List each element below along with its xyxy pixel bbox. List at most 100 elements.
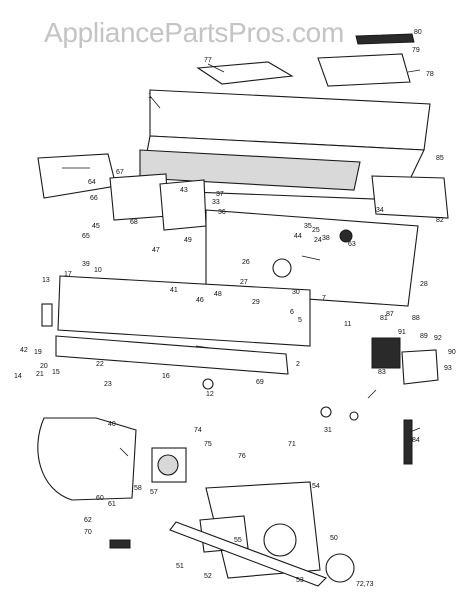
callout-label: 23	[104, 381, 112, 388]
callout-label: 39	[82, 261, 90, 268]
callout-label: 54	[312, 483, 320, 490]
callout-label: 34	[376, 207, 384, 214]
blower-wheel	[263, 523, 297, 557]
callout-label: 11	[344, 321, 351, 328]
callout-label: 87	[386, 311, 394, 318]
callout-label: 55	[234, 537, 242, 544]
callout-label: 74	[194, 427, 202, 434]
top-cover-plate	[196, 61, 294, 85]
callout-label: 60	[96, 495, 104, 502]
switch-button	[320, 406, 332, 418]
callout-label: 77	[204, 57, 212, 64]
callout-label: 84	[412, 437, 420, 444]
callout-label: 91	[398, 329, 406, 336]
callout-label: 64	[88, 179, 96, 186]
callout-label: 92	[434, 335, 442, 342]
terminal-strip	[109, 539, 131, 549]
callout-label: 93	[444, 365, 452, 372]
callout-label: 7	[322, 295, 326, 302]
callout-label: 42	[20, 347, 28, 354]
callout-label: 57	[150, 489, 158, 496]
callout-label: 76	[238, 453, 246, 460]
callout-label: 27	[240, 279, 248, 286]
callout-label: 15	[52, 369, 60, 376]
heat-sink	[371, 337, 401, 369]
callout-label: 69	[256, 379, 264, 386]
callout-label: 53	[296, 577, 304, 584]
callout-label: 30	[292, 289, 300, 296]
pilot-lamp	[349, 411, 359, 421]
callout-label: 45	[92, 223, 100, 230]
callout-label: 22	[96, 361, 104, 368]
callout-label: 35	[304, 223, 312, 230]
left-side-bracket	[37, 153, 117, 199]
callout-label: 29	[252, 299, 260, 306]
callout-label: 70	[84, 529, 92, 536]
callout-label: 12	[206, 391, 214, 398]
callout-label: 90	[448, 349, 456, 356]
callout-label: 20	[40, 363, 48, 370]
vent-grille	[355, 33, 415, 45]
filter-panel	[371, 175, 449, 219]
callout-label: 31	[324, 427, 332, 434]
terminal-block	[401, 349, 439, 385]
callout-label: 68	[130, 219, 138, 226]
callout-label: 51	[176, 563, 184, 570]
callout-label: 5	[298, 317, 302, 324]
callout-label: 85	[436, 155, 444, 162]
callout-label: 13	[42, 277, 50, 284]
callout-label: 26	[242, 259, 250, 266]
callout-label: 81	[380, 315, 388, 322]
callout-label: 37	[216, 191, 224, 198]
callout-label: 61	[108, 501, 116, 508]
callout-label: 33	[212, 199, 220, 206]
knob	[202, 378, 214, 390]
fan-wheel	[325, 553, 355, 583]
callout-label: 1	[148, 93, 152, 100]
callout-label: 65	[82, 233, 90, 240]
callout-label: 16	[162, 373, 170, 380]
callout-label: 58	[134, 485, 142, 492]
callout-label: 66	[90, 195, 98, 202]
callout-label: 10	[94, 267, 102, 274]
left-blower-scroll	[37, 417, 137, 501]
callout-label: 82	[436, 217, 444, 224]
vent-damper	[317, 53, 411, 87]
callout-label: 38	[322, 235, 330, 242]
callout-label: 47	[152, 247, 160, 254]
callout-label: 50	[330, 535, 338, 542]
control-rail	[57, 275, 311, 347]
callout-label: 48	[214, 291, 222, 298]
base-strip	[169, 521, 327, 587]
light-socket	[339, 229, 353, 243]
watermark-text: AppliancePartsPros.com	[44, 17, 344, 48]
callout-label: 88	[412, 315, 420, 322]
callout-label: 72,73	[356, 581, 374, 588]
rail-end-cap	[41, 303, 53, 327]
callout-label: 14	[14, 373, 22, 380]
callout-label: 80	[414, 29, 422, 36]
callout-label: 83	[378, 369, 386, 376]
callout-label: 6	[290, 309, 294, 316]
callout-label: 52	[204, 573, 212, 580]
callout-label: 2	[296, 361, 300, 368]
callout-label: 75	[204, 441, 212, 448]
callout-label: 24	[314, 237, 322, 244]
callout-label: 67	[116, 169, 124, 176]
callout-label: 28	[420, 281, 428, 288]
callout-label: 36	[218, 209, 226, 216]
callout-label: 71	[288, 441, 296, 448]
callout-label: 62	[84, 517, 92, 524]
motor-switch	[272, 258, 292, 278]
callout-label: 41	[170, 287, 178, 294]
callout-label: 21	[36, 371, 44, 378]
spring	[403, 419, 413, 465]
hood-opening	[139, 149, 361, 191]
callout-label: 89	[420, 333, 428, 340]
callout-label: 25	[312, 227, 320, 234]
callout-label: 17	[64, 271, 72, 278]
callout-label: 19	[34, 349, 42, 356]
